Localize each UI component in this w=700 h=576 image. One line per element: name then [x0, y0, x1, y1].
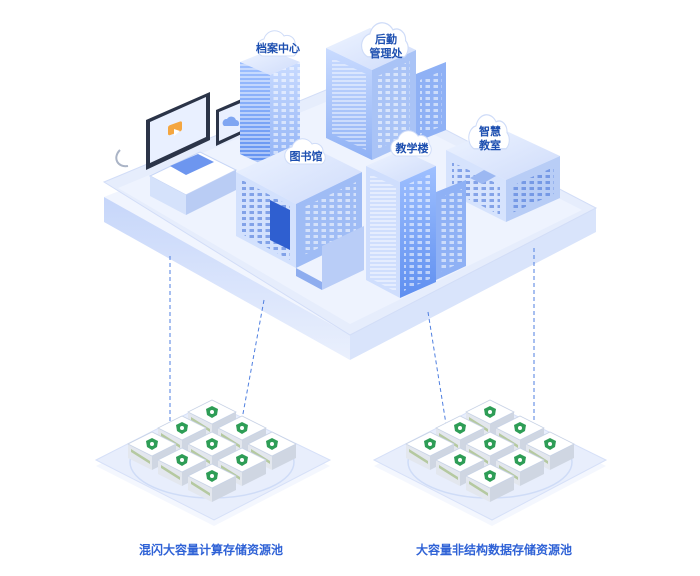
play-icon	[168, 121, 182, 136]
right-storage-pool	[372, 399, 608, 526]
svg-text:教室: 教室	[478, 138, 501, 152]
server-icon	[187, 463, 237, 502]
svg-text:管理处: 管理处	[370, 46, 404, 60]
svg-text:教学楼: 教学楼	[395, 141, 429, 155]
teaching-building	[366, 150, 466, 298]
svg-text:后勤: 后勤	[375, 32, 397, 46]
svg-text:图书馆: 图书馆	[290, 149, 323, 163]
archive-center-building	[240, 50, 300, 168]
smart-terminal	[115, 92, 246, 215]
teaching-building-label: 教学楼	[390, 130, 432, 157]
smart-classroom-label: 智慧 教室	[468, 114, 510, 152]
server-icon	[465, 463, 515, 502]
svg-text:智慧: 智慧	[479, 124, 501, 138]
logistics-office-label: 后勤 管理处	[360, 22, 409, 60]
connector-lines	[169, 248, 535, 431]
library-building	[236, 142, 364, 290]
left-storage-pool	[94, 399, 332, 526]
left-pool-caption: 混闪大容量计算存储资源池	[139, 542, 283, 557]
archive-center-label: 档案中心	[256, 30, 300, 57]
svg-text:档案中心: 档案中心	[256, 41, 300, 55]
right-pool-caption: 大容量非结构数据存储资源池	[416, 542, 572, 557]
cloud-icon	[222, 116, 240, 126]
library-label: 图书馆	[284, 138, 326, 165]
